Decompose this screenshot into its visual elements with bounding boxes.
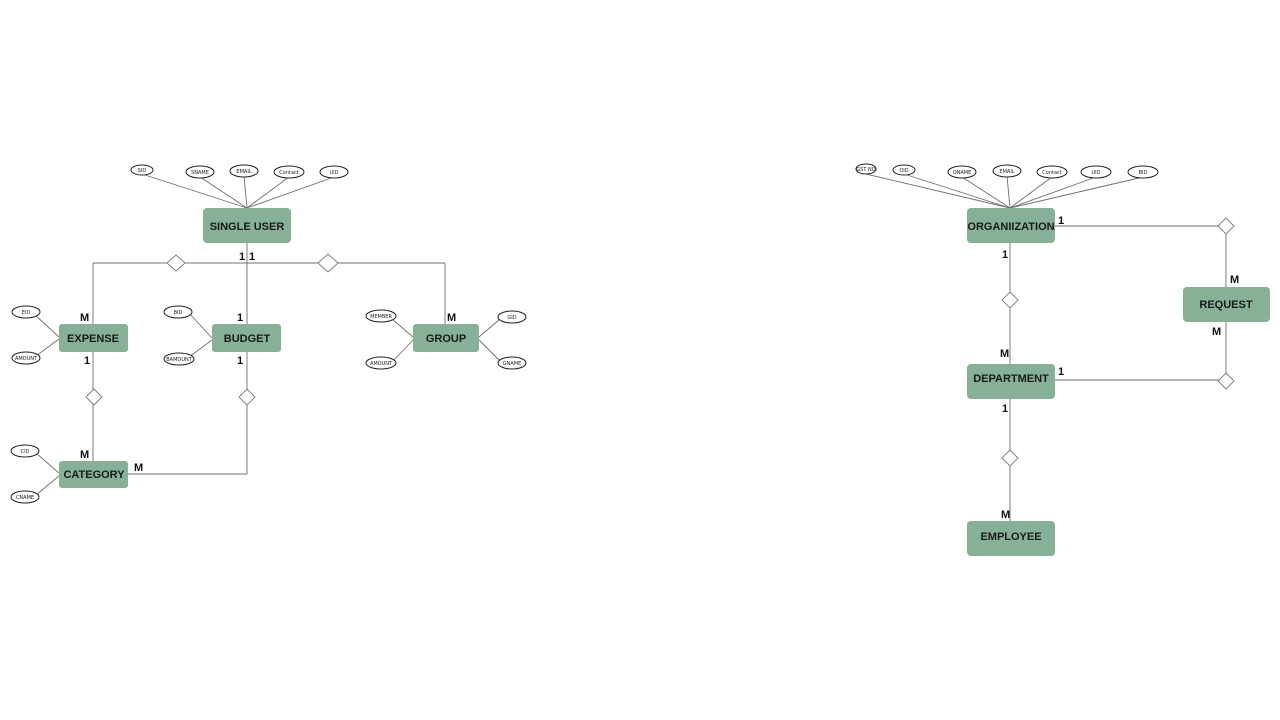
entity-label: SINGLE USER [210,221,285,233]
entity-group[interactable]: GROUP [413,324,479,352]
entity-label: EMPLOYEE [980,531,1041,543]
entity-label: BUDGET [224,333,271,345]
budget-attribute-links [188,312,213,358]
group-attribute-links [391,318,501,362]
left-er-diagram: SID SNAME EMAIL Contact UID EID AMOUNT B… [10,164,527,504]
attr-label: GNAME [503,361,522,367]
entity-label: ORGANIIZATION [967,221,1054,233]
cardinality-label: 1 [1002,403,1008,415]
right-er-diagram: GST NO OID ONAME EMAIL Contact UID BID O… [855,163,1270,556]
cardinality-label: M [447,312,456,324]
cardinality-label: 1 [84,355,90,367]
cardinality-label: M [1000,348,1009,360]
cardinality-label: M [80,312,89,324]
entity-employee[interactable]: EMPLOYEE [967,521,1055,556]
attr-label: EMAIL [999,169,1014,175]
relationship-diamond [1001,291,1019,309]
right-cardinalities: 1 M 1 M M 1 1 M [1000,215,1239,521]
cardinality-label: 1 [237,312,243,324]
entity-label: EXPENSE [67,333,119,345]
organization-attribute-links [865,173,1144,209]
attr-label: AMOUNT [370,361,393,367]
attr-label: GID [507,315,516,321]
cardinality-label: M [1230,274,1239,286]
expense-attributes: EID AMOUNT [11,305,41,365]
entity-request[interactable]: REQUEST [1183,287,1270,322]
entity-category[interactable]: CATEGORY [59,461,128,488]
left-cardinalities: 1 1 M 1 M 1 1 M M [80,251,456,474]
attr-label: BID [174,310,183,316]
cardinality-label: M [80,449,89,461]
organization-attributes: GST NO OID ONAME EMAIL Contact UID BID [855,163,1159,179]
single-user-attribute-links [141,173,335,209]
entity-budget[interactable]: BUDGET [212,324,281,352]
right-relationship-diamonds [1001,217,1235,467]
attr-label: ONAME [953,170,972,176]
entity-single-user[interactable]: SINGLE USER [203,208,291,243]
attr-label: MEMBER [370,314,392,320]
attr-label: GST NO [856,167,875,173]
entity-label: REQUEST [1199,299,1252,311]
category-attribute-links [35,452,60,496]
left-relationship-diamonds [85,253,339,406]
attr-label: UID [1092,170,1101,176]
attr-label: SNAME [191,170,209,176]
expense-attribute-links [33,313,60,357]
attr-label: OID [899,168,908,174]
relationship-diamond [238,388,256,406]
cardinality-label: M [1001,509,1010,521]
cardinality-label: 1 [1002,249,1008,261]
cardinality-label: 1 [1058,366,1064,378]
relationship-diamond [85,388,103,406]
entity-label: GROUP [426,333,466,345]
cardinality-label: M [1212,326,1221,338]
entity-organization[interactable]: ORGANIIZATION [967,208,1055,243]
budget-attributes: BID BAMOUNT [163,305,195,366]
entity-expense[interactable]: EXPENSE [59,324,128,352]
cardinality-label: 1 [249,251,255,263]
attr-label: EID [22,310,31,316]
attr-label: Contact [1042,170,1061,176]
cardinality-label: M [134,462,143,474]
attr-label: EMAIL [236,169,251,175]
attr-label: CNAME [16,495,34,501]
attr-label: UID [330,170,339,176]
left-relationship-lines [92,243,446,475]
attr-label: CID [21,449,30,455]
single-user-attributes: SID SNAME EMAIL Contact UID [130,164,349,179]
category-attributes: CID CNAME [10,444,40,504]
relationship-diamond [1217,372,1235,390]
relationship-diamond [1217,217,1235,235]
entity-label: CATEGORY [63,469,125,481]
cardinality-label: 1 [237,355,243,367]
attr-label: BID [1139,170,1148,176]
cardinality-label: 1 [1058,215,1064,227]
entity-label: DEPARTMENT [973,373,1049,385]
relationship-diamond [1001,449,1019,467]
attr-label: SID [138,168,147,174]
group-attributes: MEMBER AMOUNT GID GNAME [365,309,527,370]
relationship-diamond [166,254,186,272]
attr-label: Contact [279,170,298,176]
cardinality-label: 1 [239,251,245,263]
attr-label: AMOUNT [15,356,38,362]
relationship-diamond [317,253,339,273]
attr-label: BAMOUNT [166,357,193,363]
entity-department[interactable]: DEPARTMENT [967,364,1055,399]
